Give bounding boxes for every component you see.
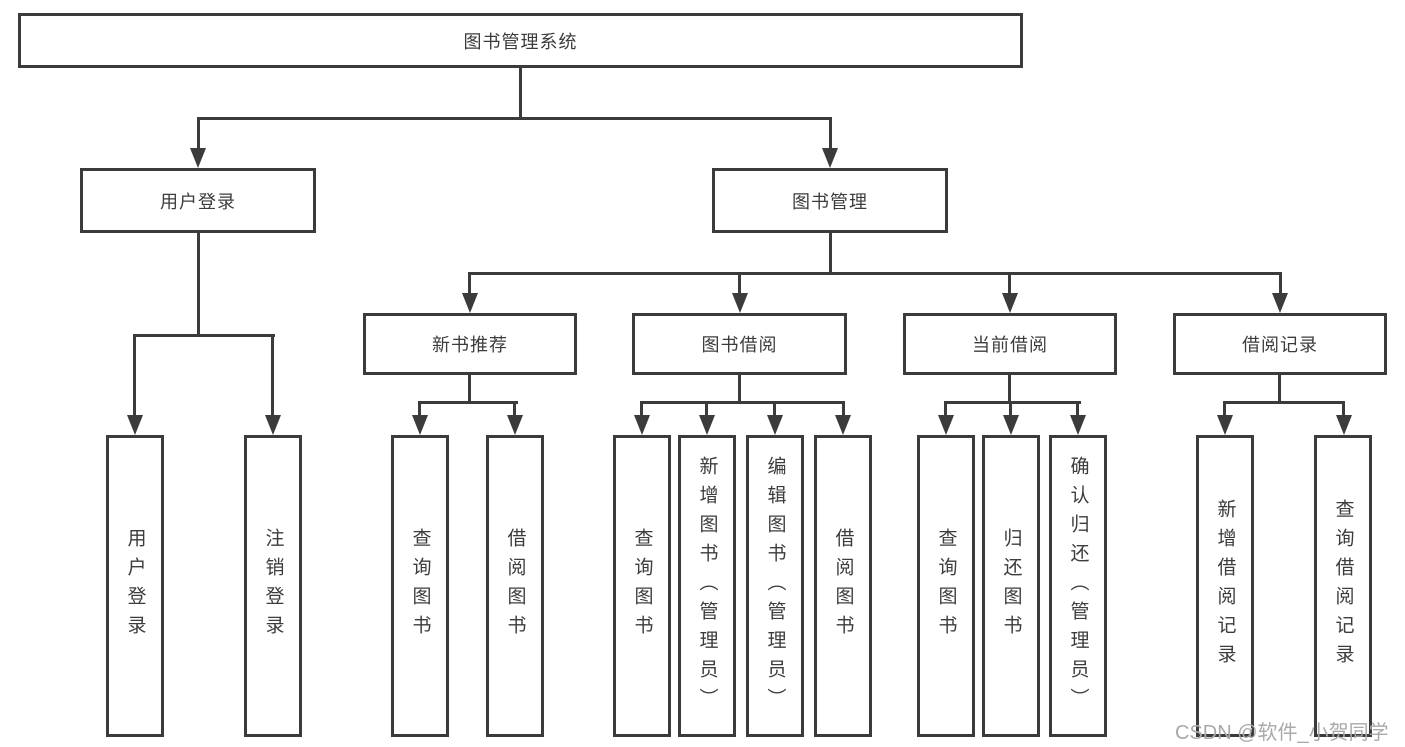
connector-segment	[1278, 375, 1281, 404]
leaf-borrow-books-recommend: 借阅图书	[486, 435, 544, 737]
arrow-down-icon	[822, 148, 838, 168]
connector-segment	[1076, 401, 1079, 417]
connector-segment	[738, 375, 741, 404]
leaf-confirm-return-admin: 确认归还（管理员）	[1049, 435, 1107, 737]
leaf-query-borrow-record: 查询借阅记录	[1314, 435, 1372, 737]
node-library-system: 图书管理系统	[18, 13, 1023, 68]
connector-segment	[829, 233, 832, 275]
arrow-down-icon	[265, 415, 281, 435]
connector-segment	[197, 233, 200, 337]
node-book-borrowing: 图书借阅	[632, 313, 847, 375]
node-borrowing-records: 借阅记录	[1173, 313, 1387, 375]
arrow-down-icon	[507, 415, 523, 435]
arrow-down-icon	[1003, 415, 1019, 435]
leaf-query-books-recommend: 查询图书	[391, 435, 449, 737]
leaf-return-books: 归还图书	[982, 435, 1040, 737]
connector-segment	[640, 401, 643, 417]
node-book-management: 图书管理	[712, 168, 948, 233]
connector-segment	[1223, 401, 1345, 404]
connector-segment	[271, 334, 274, 417]
leaf-query-books-current: 查询图书	[917, 435, 975, 737]
leaf-user-login: 用户登录	[106, 435, 164, 737]
connector-segment	[738, 272, 741, 295]
leaf-add-books-admin: 新增图书（管理员）	[678, 435, 736, 737]
connector-segment	[1008, 272, 1011, 295]
connector-segment	[418, 401, 518, 404]
connector-segment	[468, 272, 1282, 275]
arrow-down-icon	[1272, 293, 1288, 313]
connector-segment	[468, 375, 471, 404]
connector-segment	[1279, 272, 1282, 295]
arrow-down-icon	[462, 293, 478, 313]
connector-segment	[705, 401, 708, 417]
connector-segment	[133, 334, 136, 417]
connector-segment	[1342, 401, 1345, 417]
arrow-down-icon	[732, 293, 748, 313]
connector-segment	[1009, 401, 1012, 417]
connector-segment	[197, 117, 200, 150]
connector-segment	[197, 117, 832, 120]
arrow-down-icon	[412, 415, 428, 435]
arrow-down-icon	[1070, 415, 1086, 435]
arrow-down-icon	[190, 148, 206, 168]
arrow-down-icon	[1336, 415, 1352, 435]
node-current-borrowing: 当前借阅	[903, 313, 1117, 375]
arrow-down-icon	[634, 415, 650, 435]
connector-segment	[1223, 401, 1226, 417]
connector-segment	[513, 401, 516, 417]
connector-segment	[640, 401, 845, 404]
connector-segment	[829, 117, 832, 150]
leaf-edit-books-admin: 编辑图书（管理员）	[746, 435, 804, 737]
connector-segment	[468, 272, 471, 295]
leaf-logout: 注销登录	[244, 435, 302, 737]
connector-segment	[773, 401, 776, 417]
connector-segment	[1008, 375, 1011, 404]
connector-segment	[842, 401, 845, 417]
arrow-down-icon	[127, 415, 143, 435]
leaf-add-borrow-record: 新增借阅记录	[1196, 435, 1254, 737]
watermark: CSDN @软件_小贺同学	[1175, 722, 1389, 744]
leaf-query-books-borrowing: 查询图书	[613, 435, 671, 737]
arrow-down-icon	[1217, 415, 1233, 435]
arrow-down-icon	[938, 415, 954, 435]
connector-segment	[133, 334, 275, 337]
arrow-down-icon	[699, 415, 715, 435]
arrow-down-icon	[767, 415, 783, 435]
connector-segment	[519, 66, 522, 120]
connector-segment	[944, 401, 1081, 404]
connector-segment	[944, 401, 947, 417]
node-new-book-recommend: 新书推荐	[363, 313, 577, 375]
connector-segment	[418, 401, 421, 417]
leaf-borrow-books-borrowing: 借阅图书	[814, 435, 872, 737]
arrow-down-icon	[1002, 293, 1018, 313]
node-user-login: 用户登录	[80, 168, 316, 233]
arrow-down-icon	[835, 415, 851, 435]
